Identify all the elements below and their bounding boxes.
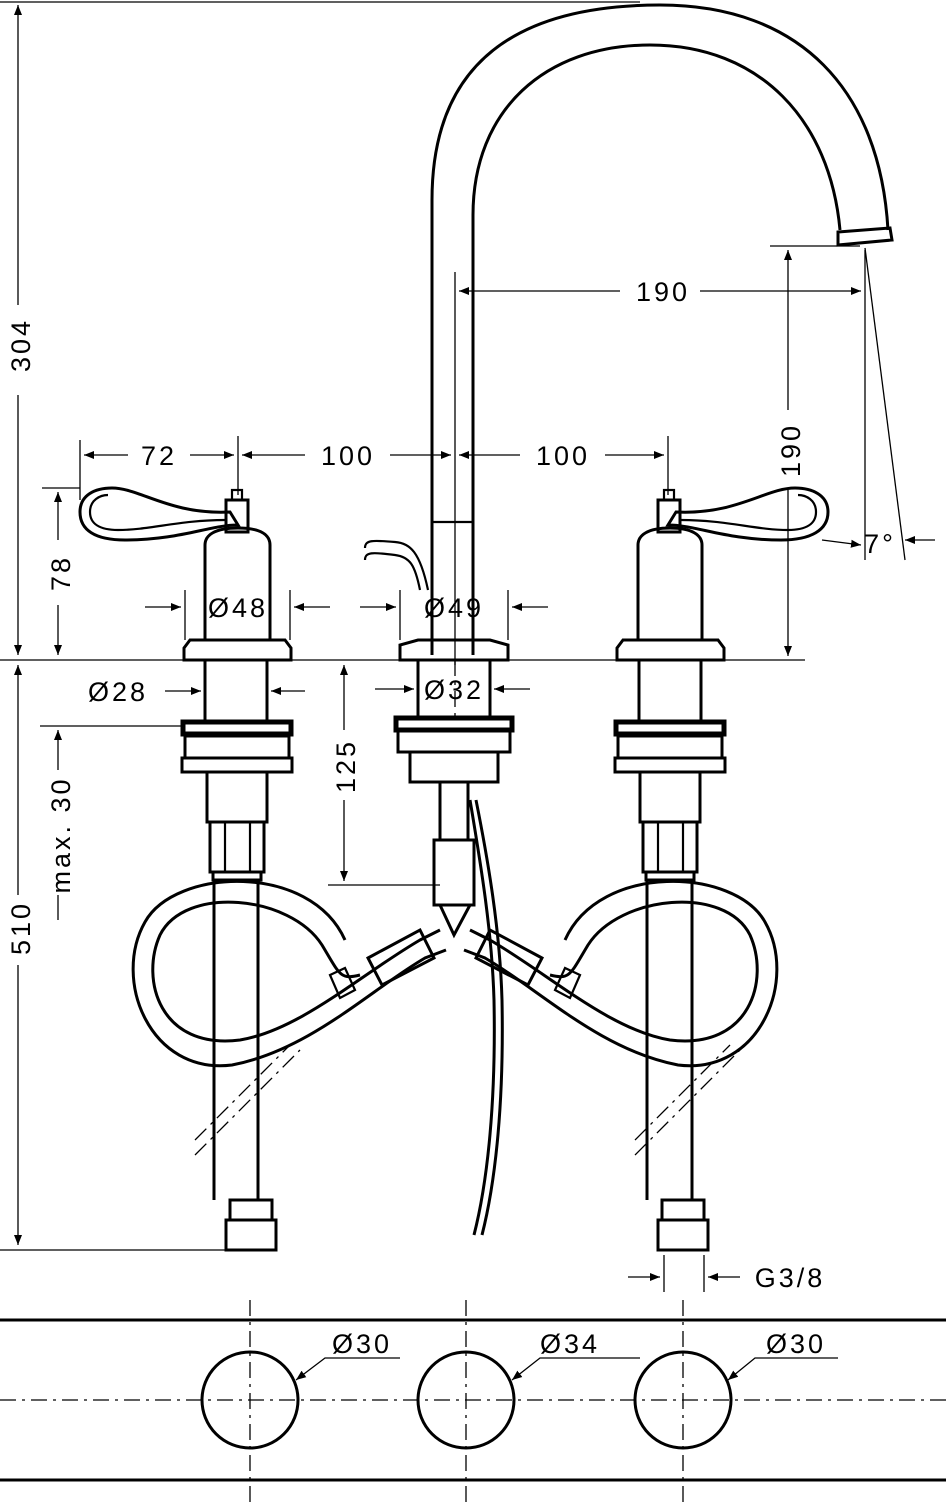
dim-connection-thread: G3/8	[755, 1263, 826, 1293]
hole-center	[416, 1350, 516, 1450]
right-handle	[615, 486, 830, 662]
right-valve-body	[613, 658, 727, 1252]
dim-shank-length: 125	[331, 739, 361, 793]
dim-spout-height: 304	[6, 318, 36, 372]
dim-valve-diameter: Ø48	[208, 593, 268, 623]
spout-shank	[393, 658, 515, 1236]
dim-valve-shank-diameter: Ø28	[88, 677, 148, 707]
dim-spacing-left: 100	[321, 441, 375, 471]
spout	[363, 3, 894, 662]
left-handle	[78, 486, 293, 662]
dim-spout-outlet-height: 190	[776, 423, 806, 477]
deck-plan-view	[0, 1300, 946, 1507]
dim-hole-right: Ø30	[766, 1329, 826, 1359]
dim-hose-length: 510	[6, 901, 36, 955]
dim-spout-base-diameter: Ø49	[424, 593, 484, 623]
break-lines	[194, 1044, 741, 1156]
dim-spout-angle: 7°	[864, 529, 896, 559]
dim-hole-left: Ø30	[332, 1329, 392, 1359]
dimension-lines	[0, 1, 935, 1292]
hole-left	[200, 1350, 300, 1450]
dim-spout-shank-diameter: Ø32	[424, 675, 484, 705]
dim-spacing-right: 100	[536, 441, 590, 471]
hoses	[131, 879, 779, 1068]
dim-handle-reach: 72	[141, 441, 177, 471]
dim-handle-height: 78	[46, 555, 76, 591]
left-valve-body	[180, 658, 294, 1252]
dim-hole-center: Ø34	[540, 1329, 600, 1359]
dim-spout-reach: 190	[636, 277, 690, 307]
hole-right	[633, 1350, 733, 1450]
dim-deck-thickness: max. 30	[46, 776, 76, 893]
